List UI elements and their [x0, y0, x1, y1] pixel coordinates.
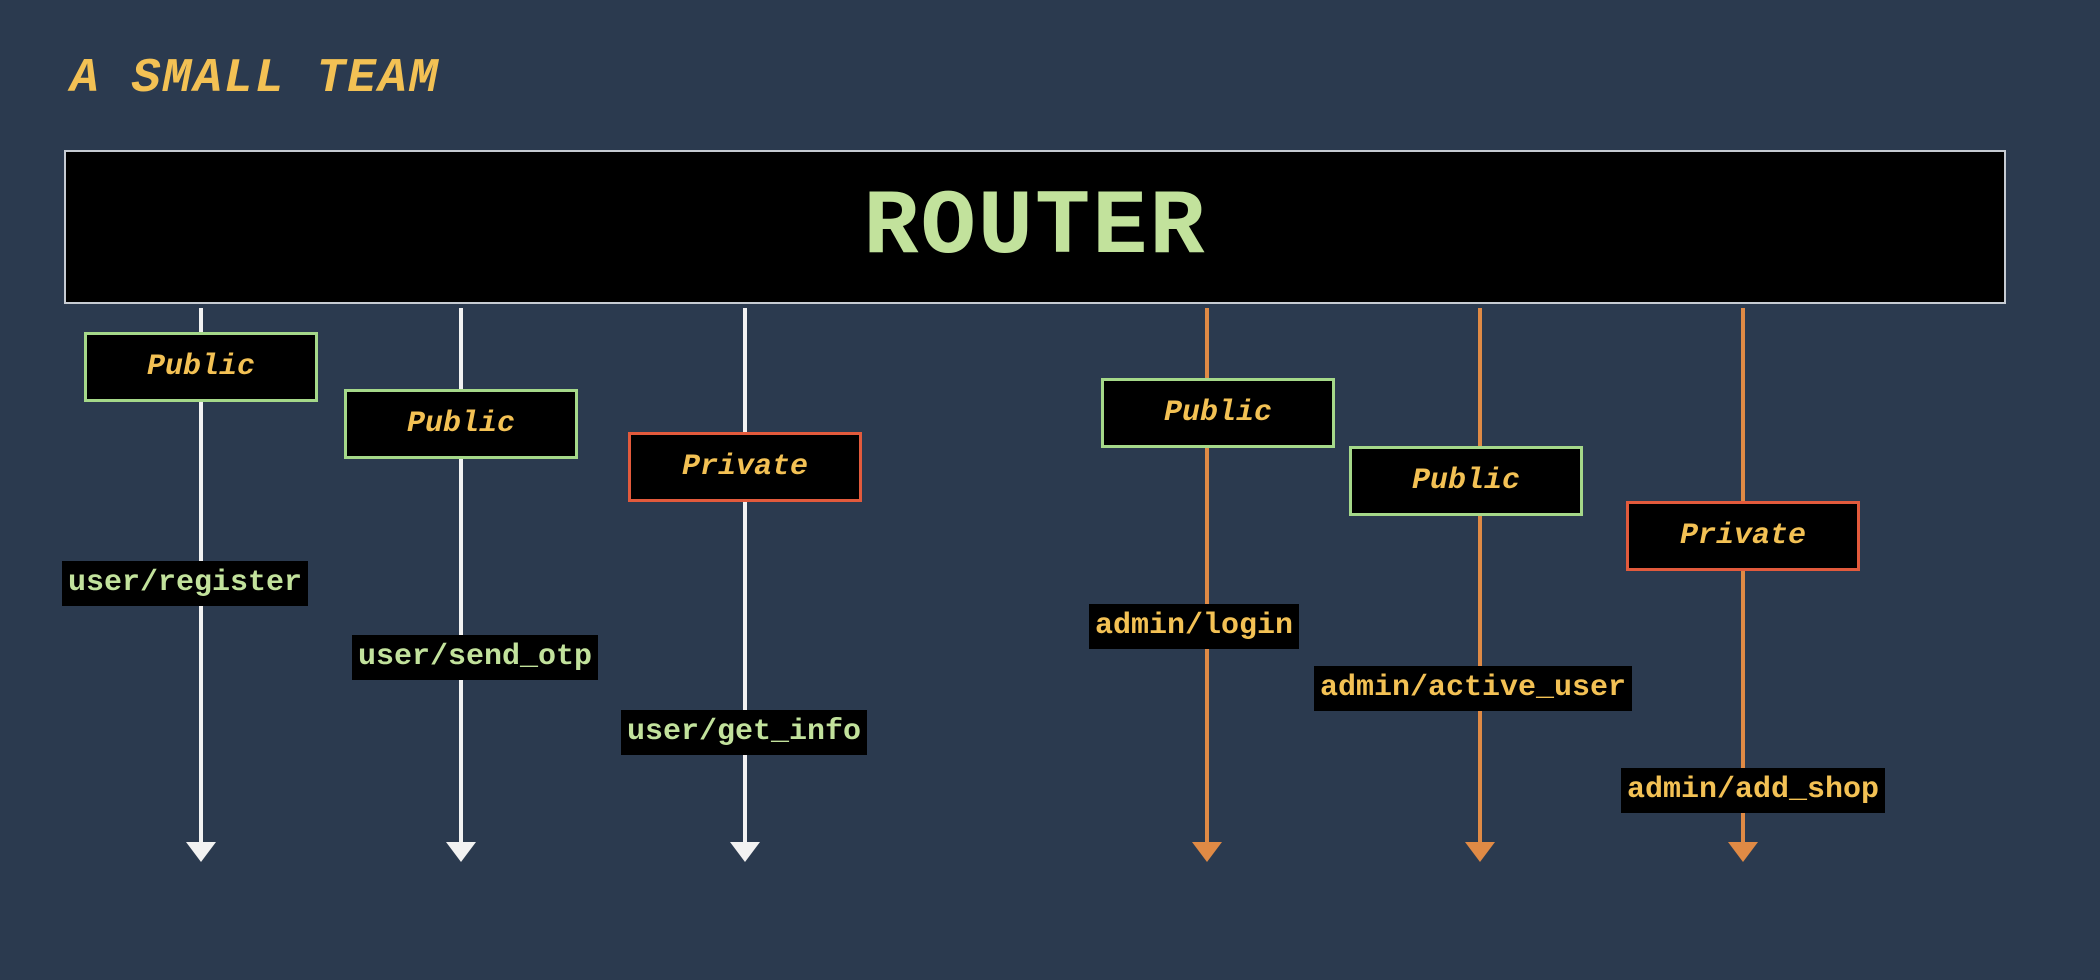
route-arrow-admin-active-user — [1465, 308, 1495, 862]
route-path-user-get-info: user/get_info — [621, 710, 868, 755]
router-bar: ROUTER — [64, 150, 2006, 304]
route-path-admin-active-user: admin/active_user — [1314, 666, 1633, 711]
route-path-admin-login: admin/login — [1089, 604, 1300, 649]
route-arrow-admin-add-shop — [1728, 308, 1758, 862]
access-badge-admin-login: Public — [1101, 378, 1335, 448]
router-label: ROUTER — [863, 174, 1207, 280]
route-path-user-register: user/register — [62, 561, 309, 606]
diagram-title: A SMALL TEAM — [70, 52, 440, 106]
access-badge-admin-active-user: Public — [1349, 446, 1583, 516]
access-badge-user-get-info: Private — [628, 432, 862, 502]
access-badge-user-register: Public — [84, 332, 318, 402]
access-badge-user-send-otp: Public — [344, 389, 578, 459]
access-badge-admin-add-shop: Private — [1626, 501, 1860, 571]
route-path-admin-add-shop: admin/add_shop — [1621, 768, 1886, 813]
route-arrow-user-get-info — [730, 308, 760, 862]
route-path-user-send-otp: user/send_otp — [352, 635, 599, 680]
